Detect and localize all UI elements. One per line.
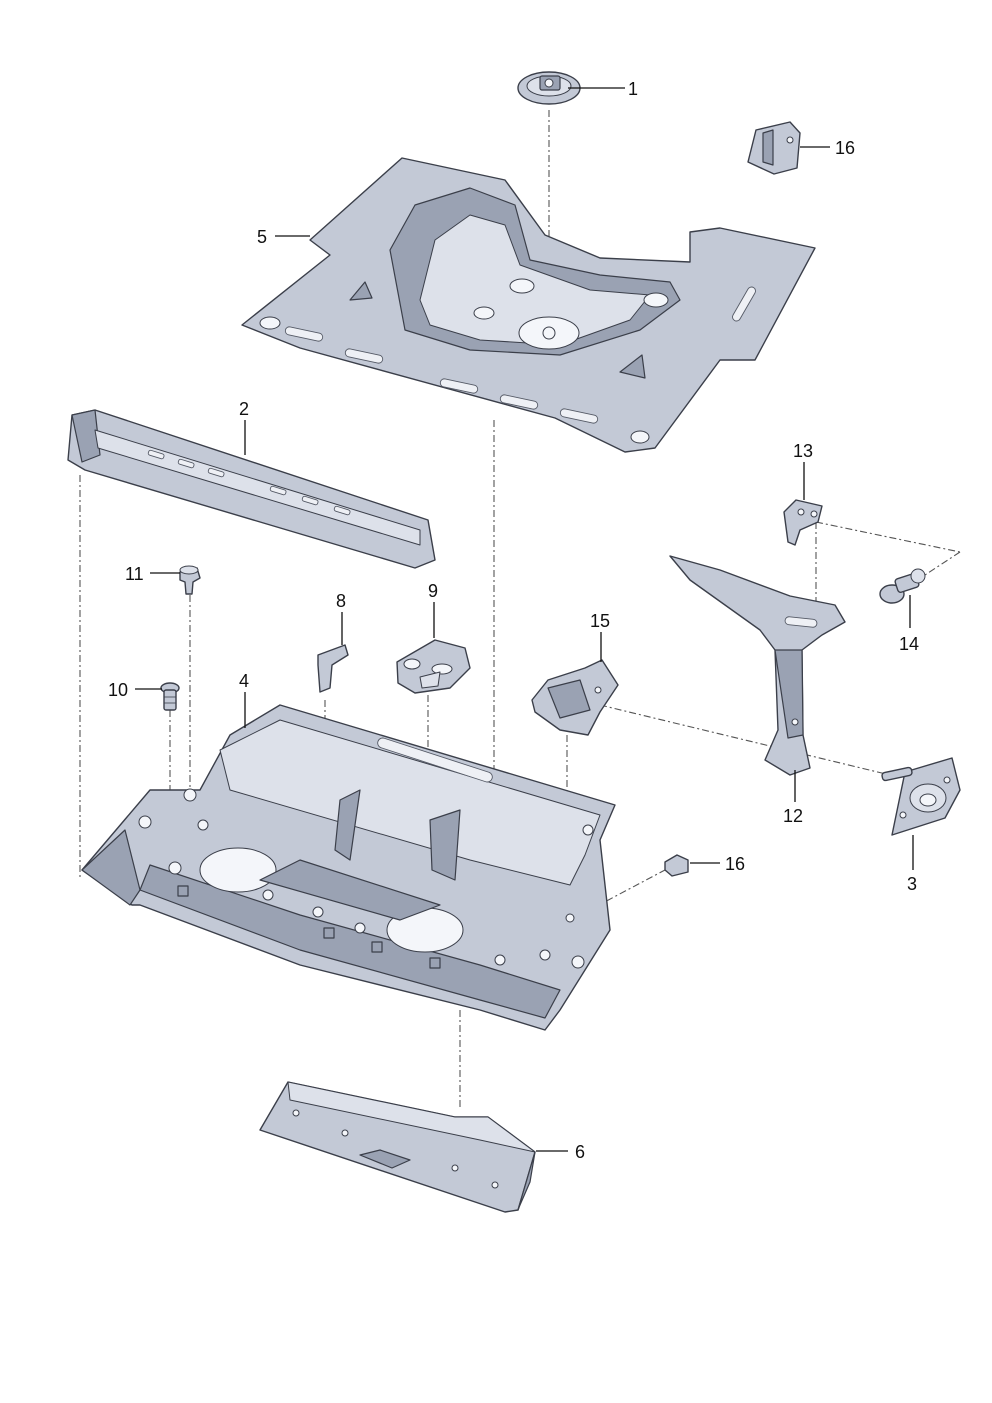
callout-12: 12 <box>783 806 803 826</box>
callout-4: 4 <box>239 671 249 691</box>
callout-1: 1 <box>628 79 638 99</box>
part-9-cover-plate <box>396 639 471 694</box>
callout-16-upper: 16 <box>835 138 855 158</box>
callout-5: 5 <box>257 227 267 247</box>
callout-8: 8 <box>336 591 346 611</box>
floor-stampings <box>199 737 493 953</box>
part-1-spare-wheel-fixture <box>517 71 581 105</box>
part-8-bracket <box>317 644 349 693</box>
part-11-clip <box>179 565 201 595</box>
part-15-bracket <box>531 659 619 736</box>
callout-10: 10 <box>108 680 128 700</box>
part-12-wheel-arch-brace <box>669 555 846 776</box>
floor-holes <box>138 788 594 969</box>
floor-pan-slots <box>284 286 756 424</box>
part-4-floor-assembly <box>81 704 616 1031</box>
callout-3: 3 <box>907 874 917 894</box>
callout-6: 6 <box>575 1142 585 1162</box>
part-14-screw <box>879 568 926 604</box>
part-2-cross-member <box>67 409 436 569</box>
cross-member-slots <box>147 449 351 516</box>
part-16-bracket-upper <box>747 121 801 175</box>
part-3-mount-plate <box>881 757 961 836</box>
callout-2: 2 <box>239 399 249 419</box>
part-10-bolt <box>160 682 180 711</box>
callout-16-lower: 16 <box>725 854 745 874</box>
callout-14: 14 <box>899 634 919 654</box>
part-5-rear-floor-pan <box>241 157 816 453</box>
callout-13: 13 <box>793 441 813 461</box>
callout-labels: 1 16 5 2 11 10 8 9 4 15 13 14 12 3 16 6 <box>108 79 919 1162</box>
callout-15: 15 <box>590 611 610 631</box>
callout-11: 11 <box>125 564 144 584</box>
part-13-bracket <box>783 499 823 546</box>
floor-tabs <box>177 885 441 969</box>
leader-lines <box>135 87 914 1152</box>
part-16-clip-lower <box>664 854 689 877</box>
part-6-lower-cross-member <box>259 1081 536 1213</box>
callout-9: 9 <box>428 581 438 601</box>
